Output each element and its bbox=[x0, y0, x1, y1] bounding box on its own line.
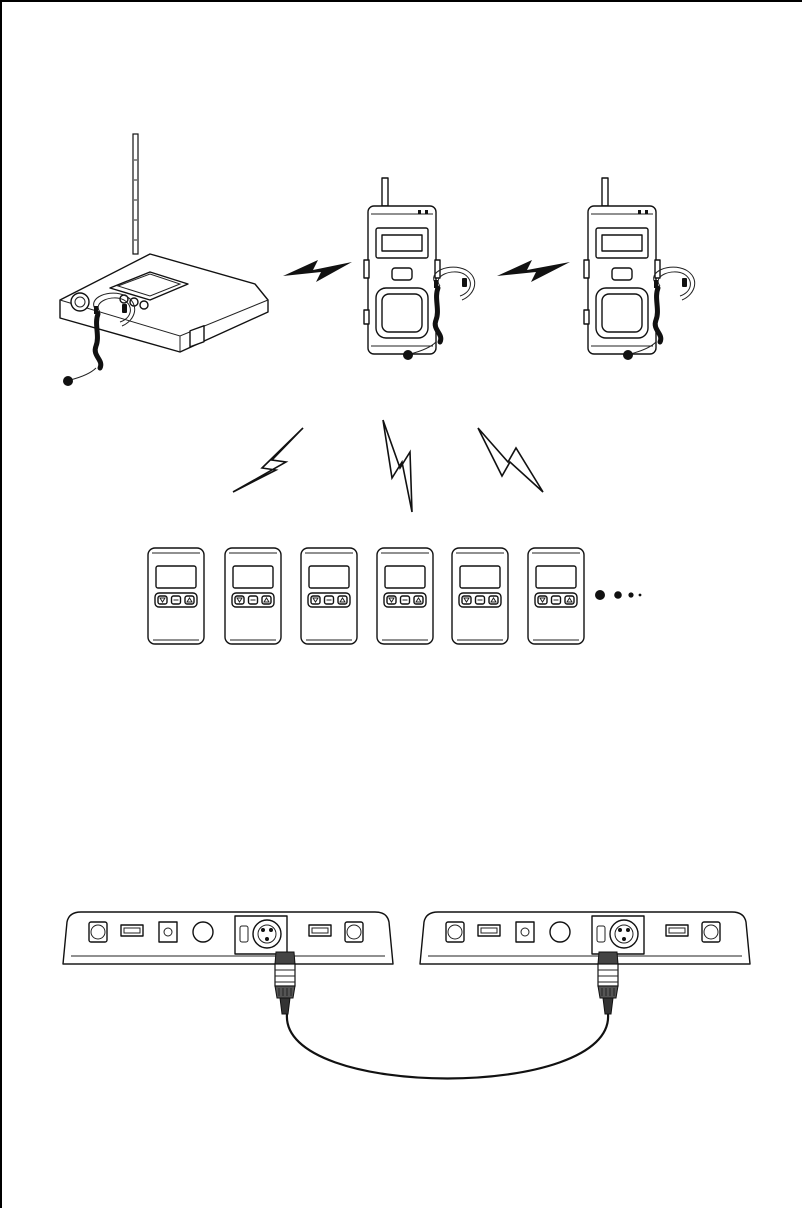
receiver bbox=[148, 548, 204, 644]
transmitter-2 bbox=[584, 178, 695, 360]
xlr-connector-icon bbox=[598, 952, 618, 1014]
base-station bbox=[60, 134, 268, 386]
receiver bbox=[528, 548, 584, 644]
xlr-cable bbox=[287, 1014, 608, 1079]
receiver-row bbox=[148, 548, 584, 644]
lightning-bolt-icon bbox=[283, 260, 352, 282]
receiver bbox=[225, 548, 281, 644]
lightning-bolt-icon bbox=[383, 420, 412, 512]
lightning-bolt-icon bbox=[497, 260, 570, 282]
transmitter-1 bbox=[364, 178, 475, 360]
receiver bbox=[301, 548, 357, 644]
ellipsis-dots bbox=[595, 590, 641, 600]
receiver bbox=[377, 548, 433, 644]
xlr-connector-icon bbox=[275, 952, 295, 1014]
rear-panel-left bbox=[63, 912, 393, 964]
lightning-bolt-icon bbox=[478, 428, 543, 492]
lightning-bolt-icon bbox=[233, 428, 303, 492]
rear-panel-right bbox=[420, 912, 750, 964]
receiver bbox=[452, 548, 508, 644]
